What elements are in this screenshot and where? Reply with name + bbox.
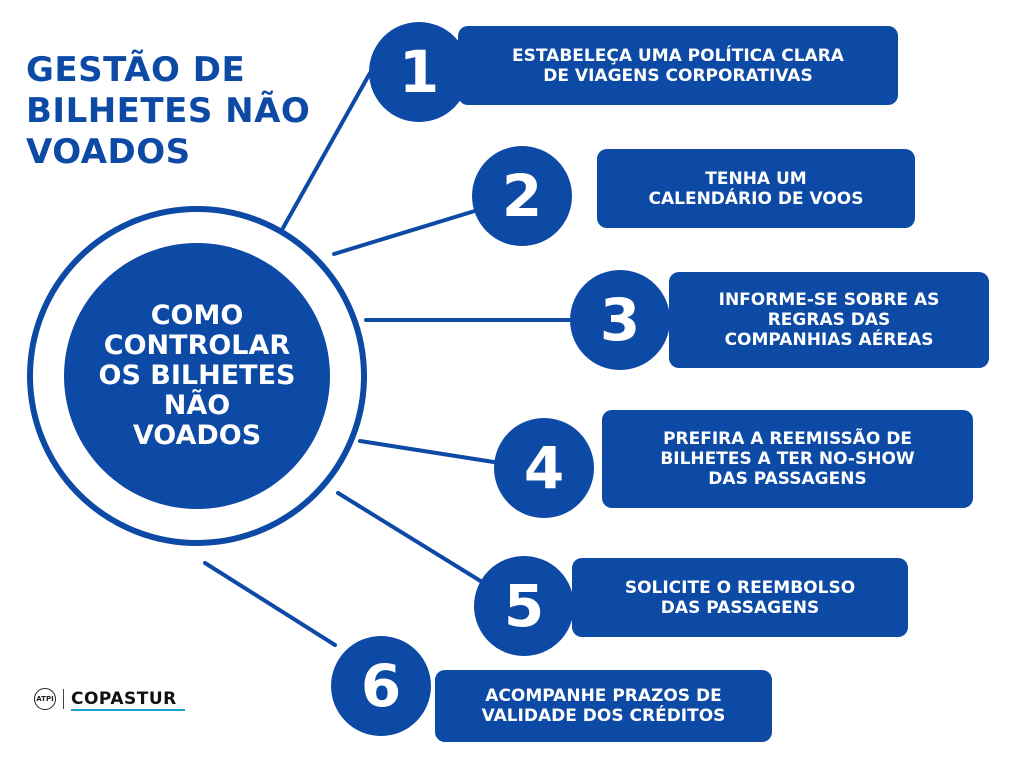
step-6-number: 6: [331, 636, 431, 736]
step-5-line: DAS PASSAGENS: [660, 597, 820, 618]
connector-2: [332, 208, 480, 256]
connector-1: [281, 71, 372, 230]
connector-6: [203, 561, 337, 647]
step-4-number: 4: [494, 418, 594, 518]
step-4-box: PREFIRA A REEMISSÃO DE BILHETES A TER NO…: [602, 410, 973, 508]
center-circle: COMO CONTROLAR OS BILHETES NÃO VOADOS: [64, 243, 330, 509]
center-text: COMO CONTROLAR OS BILHETES NÃO VOADOS: [99, 301, 296, 451]
step-6-box: ACOMPANHE PRAZOS DE VALIDADE DOS CRÉDITO…: [435, 670, 772, 742]
step-3-line: REGRAS DAS: [767, 310, 891, 330]
step-1-line: ESTABELEÇA UMA POLÍTICA CLARA: [512, 45, 844, 66]
connector-5: [336, 491, 489, 587]
step-5-box: SOLICITE O REEMBOLSO DAS PASSAGENS: [572, 558, 908, 637]
center-line: CONTROLAR: [103, 330, 291, 361]
step-2-line: CALENDÁRIO DE VOOS: [648, 188, 864, 209]
step-4-line: BILHETES A TER NO-SHOW: [660, 449, 915, 469]
connector-4: [358, 439, 502, 465]
title-line: BILHETES NÃO: [26, 91, 311, 131]
logo-name: COPASTUR: [71, 689, 177, 709]
step-4-line: PREFIRA A REEMISSÃO DE: [663, 429, 912, 449]
center-line: OS BILHETES: [98, 360, 296, 391]
step-4-line: DAS PASSAGENS: [708, 469, 867, 489]
title-line: VOADOS: [26, 132, 191, 172]
step-3-number: 3: [570, 270, 670, 370]
step-3-line: COMPANHIAS AÉREAS: [724, 330, 934, 350]
logo-wordmark: COPASTUR: [71, 689, 185, 711]
step-1-box: ESTABELEÇA UMA POLÍTICA CLARA DE VIAGENS…: [458, 26, 898, 105]
step-1-line: DE VIAGENS CORPORATIVAS: [543, 65, 813, 86]
step-2-box: TENHA UM CALENDÁRIO DE VOOS: [597, 149, 915, 228]
step-3-box: INFORME-SE SOBRE AS REGRAS DAS COMPANHIA…: [669, 272, 989, 368]
step-1-number: 1: [369, 22, 469, 122]
step-5-number: 5: [474, 556, 574, 656]
title-line: GESTÃO DE: [26, 50, 246, 90]
logo-underline: [71, 709, 185, 711]
step-6-line: ACOMPANHE PRAZOS DE: [485, 686, 722, 706]
logo-divider: [63, 689, 64, 709]
step-3-line: INFORME-SE SOBRE AS: [718, 290, 940, 310]
atpi-logo-icon: ATPI: [34, 688, 56, 710]
step-6-line: VALIDADE DOS CRÉDITOS: [481, 706, 726, 726]
step-5-line: SOLICITE O REEMBOLSO: [624, 577, 856, 598]
copastur-logo: ATPI COPASTUR: [34, 688, 185, 711]
step-2-line: TENHA UM: [705, 168, 807, 189]
center-line: VOADOS: [132, 420, 262, 451]
center-line: NÃO: [163, 390, 231, 421]
center-line: COMO: [150, 300, 244, 331]
page-title: GESTÃO DE BILHETES NÃO VOADOS: [26, 50, 346, 173]
step-2-number: 2: [472, 146, 572, 246]
